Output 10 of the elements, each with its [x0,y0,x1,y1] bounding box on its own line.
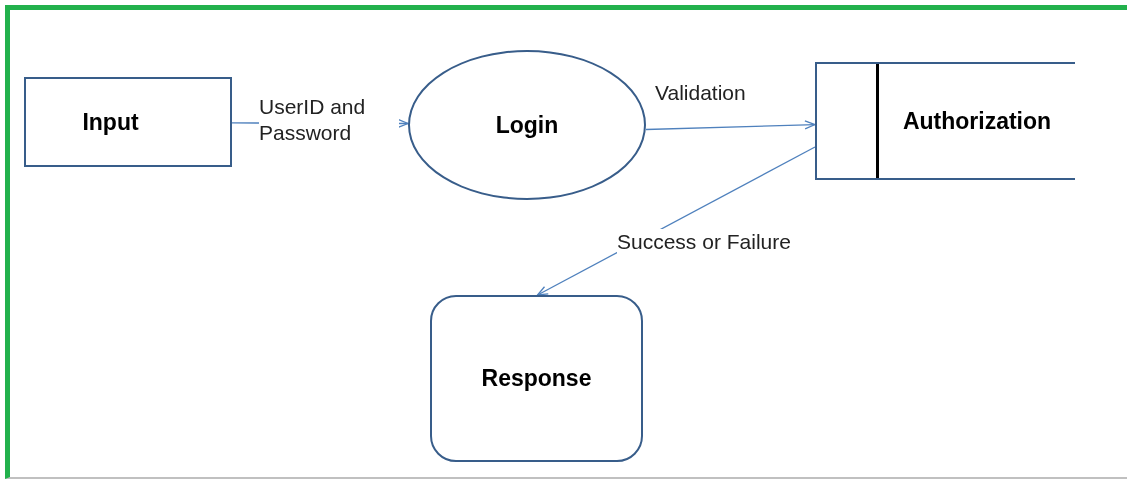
data-store [815,62,1075,180]
node-label: Authorization [902,106,1052,136]
node-label: Input [82,107,139,137]
edge-label: Success or Failure [617,229,791,255]
node-label: Login [495,110,559,140]
rounded-box [430,295,643,462]
node-label: Response [481,364,592,394]
arrow [645,120,816,131]
process-ellipse [408,50,646,200]
process-box [24,77,232,167]
